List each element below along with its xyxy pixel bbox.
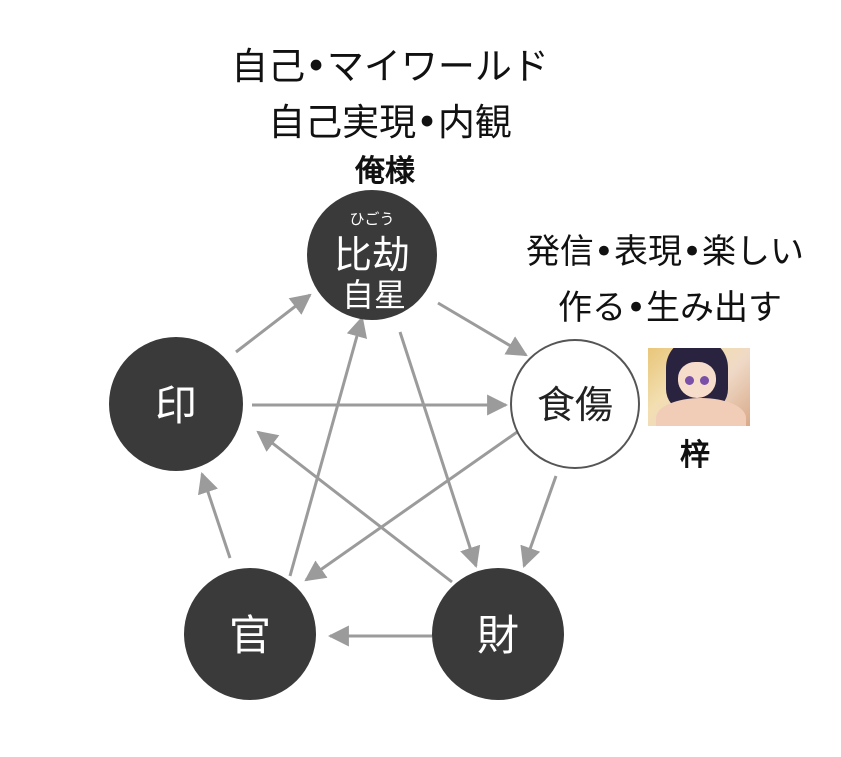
node-hikou-sub: 自星 (342, 276, 406, 314)
node-hikou-circle (307, 190, 437, 320)
avatar-face (678, 362, 716, 398)
arrow-kan-to-in (198, 472, 232, 559)
arrow-zai-to-in (256, 430, 453, 584)
avatar-eye-left (685, 376, 694, 385)
right-name-label: 梓 (680, 438, 710, 473)
arrow-shokushou-to-zai (520, 475, 558, 568)
arrow-kan-to-hikou (288, 315, 368, 577)
top-caption-line1: 自己•マイワールド (231, 45, 549, 88)
node-zai-circle (432, 568, 564, 700)
arrows (198, 293, 558, 647)
node-in-label: 印 (155, 381, 197, 430)
avatar-body (656, 398, 746, 426)
node-hikou: ひごう 比劫 自星 (307, 190, 437, 320)
right-caption-line1: 発信•表現•楽しい (525, 232, 805, 272)
node-zai-label: 財 (477, 611, 519, 660)
node-hikou-ruby: ひごう (349, 210, 394, 228)
arrow-shokushou-to-kan (304, 428, 521, 582)
node-shokushou-label: 食傷 (537, 383, 613, 427)
avatar-eye-right (700, 376, 709, 385)
node-shokushou-circle (510, 339, 640, 469)
node-hikou-label: 比劫 (334, 233, 410, 277)
arrow-in-to-hikou (235, 293, 312, 354)
top-caption-line2: 自己実現•内観 (268, 101, 512, 144)
node-shokushou: 食傷 (510, 339, 640, 469)
node-kan-circle (184, 568, 316, 700)
arrow-hikou-to-shokushou (437, 301, 528, 357)
anime-girl-avatar (648, 348, 750, 426)
node-kan: 官 (184, 568, 316, 700)
arrow-hikou-to-zai (398, 331, 481, 568)
top-name-label: 俺様 (355, 154, 415, 189)
right-caption-line2: 作る•生み出す (557, 288, 783, 328)
node-in: 印 (109, 337, 243, 471)
node-in-circle (109, 337, 243, 471)
node-kan-label: 官 (229, 611, 271, 660)
node-zai: 財 (432, 568, 564, 700)
